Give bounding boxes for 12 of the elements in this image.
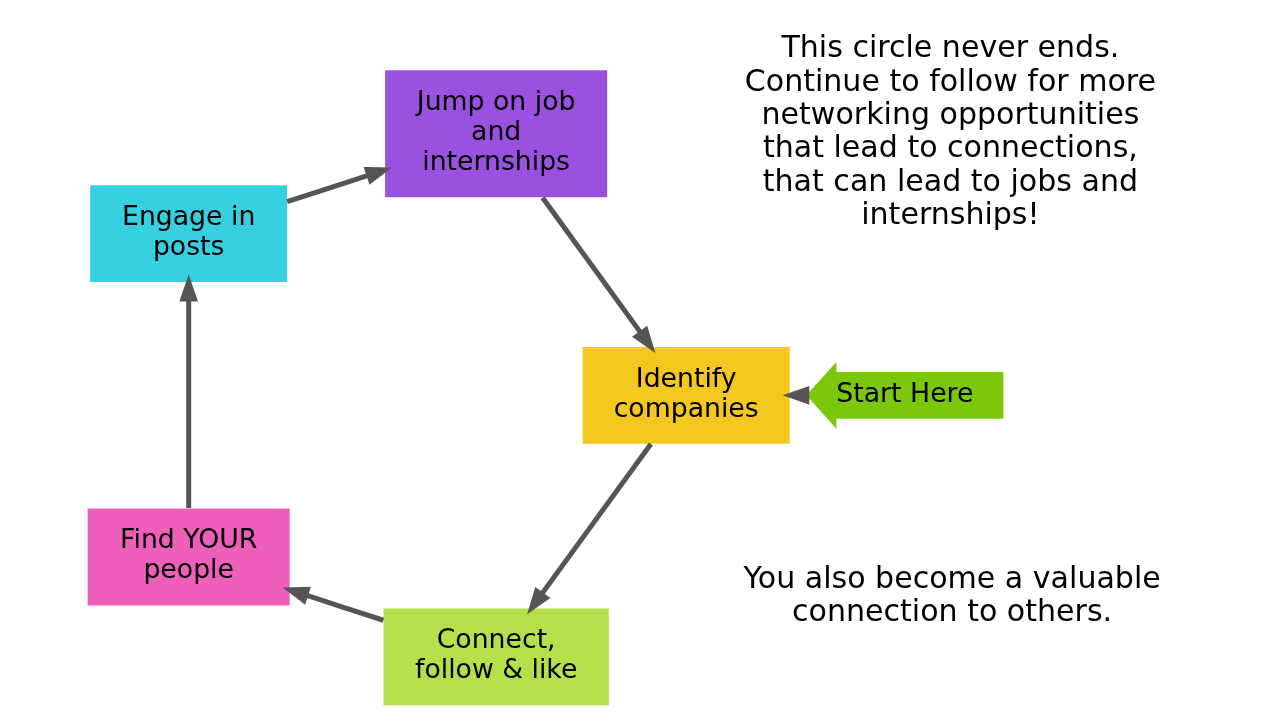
- arrow: [282, 586, 384, 623]
- arrow: [285, 167, 392, 205]
- node-box: Jump on job and internships: [384, 70, 607, 198]
- label: You also become a valuable connection to others.: [742, 560, 1161, 629]
- node-box: Find YOUR people: [87, 508, 290, 606]
- node-box: Engage in posts: [89, 185, 287, 283]
- node-box: Identify companies: [582, 346, 790, 444]
- arrow: [526, 442, 653, 615]
- node-box: Connect, follow & like: [382, 608, 609, 706]
- label: This circle never ends. Continue to follow for more networking opportunities that lead to connections, that can lead to jobs and internships!: [744, 29, 1156, 232]
- arrow: [540, 196, 655, 353]
- arrow: [178, 274, 198, 508]
